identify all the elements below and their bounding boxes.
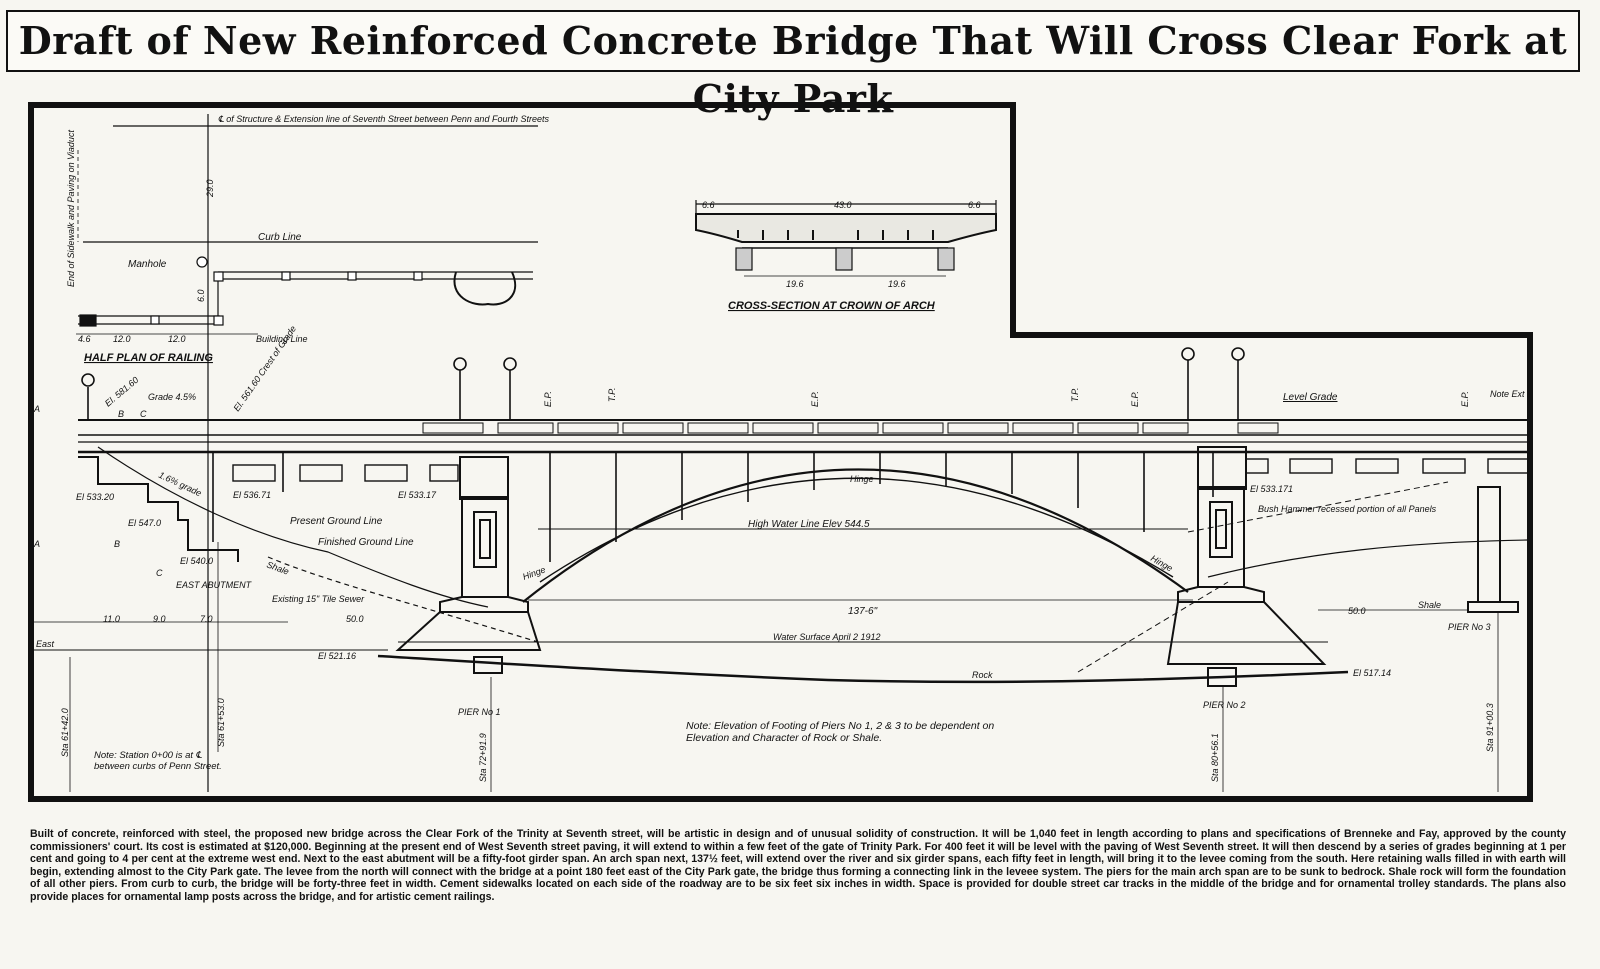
rock-label: Rock <box>972 670 993 680</box>
water-surface-label: Water Surface April 2 1912 <box>773 632 881 642</box>
span-50-right: 50.0 <box>1348 606 1366 616</box>
plan-title: HALF PLAN OF RAILING <box>84 352 213 364</box>
ep-label-1: E.P. <box>543 391 553 407</box>
finished-ground-label: Finished Ground Line <box>318 537 414 548</box>
present-ground-label: Present Ground Line <box>290 516 383 527</box>
el-5400-label: El 540.0 <box>180 556 213 566</box>
article-text: Built of concrete, reinforced with steel… <box>30 828 1566 903</box>
station-note: Note: Station 0+00 is at ℄ between curbs… <box>94 750 222 772</box>
footing-note: Note: Elevation of Footing of Piers No 1… <box>686 720 995 744</box>
engineering-drawing: ℄ of Structure & Extension line of Seven… <box>28 102 1533 802</box>
lamp-posts <box>81 347 1245 420</box>
plan-dim-29: 29.0 <box>205 179 215 198</box>
section-dim-center: 43.0 <box>834 200 852 210</box>
east-abutment <box>78 456 239 562</box>
plan-end-note: End of Sidewalk and Paving on Viaduct <box>66 130 76 287</box>
river-bed <box>377 654 1349 684</box>
pier1-label: PIER No 1 <box>458 707 501 717</box>
plan-building-line-label: Building Line <box>256 334 308 344</box>
level-grade-label: Level Grade <box>1283 392 1338 403</box>
sta4-label: Sta 80+56.1 <box>1210 733 1220 782</box>
pier3-label: PIER No 3 <box>1448 622 1491 632</box>
elevation-labels: Grade 4.5% El. 581.60 El. 561.60 Crest o… <box>33 324 1525 782</box>
plan-dim-4: 4.6 <box>78 334 91 344</box>
grade-el-label: El. 581.60 <box>103 375 140 409</box>
note-right-label: Note Ext <box>1490 389 1525 399</box>
el-53317a-label: El 533.17 <box>398 490 437 500</box>
tp-label-2: T.P. <box>1070 387 1080 402</box>
sta5-label: Sta 91+00.3 <box>1485 703 1495 752</box>
footing-note-box: Note: Elevation of Footing of Piers No 1… <box>686 720 995 744</box>
el-5211-label: El 521.16 <box>318 651 356 661</box>
el-5470-label: El 547.0 <box>128 518 161 528</box>
headline: Draft of New Reinforced Concrete Bridge … <box>18 18 1568 121</box>
plan-centerline-note: ℄ of Structure & Extension line of Seven… <box>218 114 549 124</box>
sta2-label: Sta 61+53.0 <box>216 698 226 747</box>
pier-3 <box>1467 486 1519 613</box>
ep-label-4: E.P. <box>1460 391 1470 407</box>
present-ground-line <box>97 446 489 608</box>
dim-11: 11.0 <box>103 614 120 624</box>
el-53317b-label: El 533.171 <box>1250 484 1293 494</box>
plan-curb-line-label: Curb Line <box>258 232 302 243</box>
elev-c-low: C <box>156 568 163 578</box>
east-label: East <box>36 639 55 649</box>
span-label: 137-6" <box>848 606 878 617</box>
sta1-label: Sta 61+42.0 <box>60 708 70 757</box>
bush-hammer-label: Bush Hammer recessed portion of all Pane… <box>1258 504 1437 514</box>
section-title: CROSS-SECTION AT CROWN OF ARCH <box>728 300 936 312</box>
station-note-box: Note: Station 0+00 is at ℄ between curbs… <box>94 750 222 772</box>
ep-label-2: E.P. <box>810 391 820 407</box>
shale-line <box>1207 539 1529 578</box>
el-5367-label: El 536.71 <box>233 490 271 500</box>
section-dim-span-right: 19.6 <box>888 279 906 289</box>
span-50-left: 50.0 <box>346 614 364 624</box>
shale-right-label: Shale <box>1418 600 1441 610</box>
el-5332-label: El 533.20 <box>76 492 114 502</box>
main-arch <box>522 468 1189 603</box>
sta3-label: Sta 72+91.9 <box>478 733 488 782</box>
section-dim-right: 6.6 <box>968 200 981 210</box>
shale-label: Shale <box>265 559 290 576</box>
section-dim-left: 6.6 <box>702 200 715 210</box>
elev-a-top: A <box>33 404 40 414</box>
pier-1 <box>395 456 542 674</box>
elev-c-top: C <box>140 409 147 419</box>
tile-sewer-label: Existing 15" Tile Sewer <box>272 594 365 604</box>
ep-label-3: E.P. <box>1130 391 1140 407</box>
grade-label: Grade 4.5% <box>148 392 196 402</box>
hinge-top-label: Hinge <box>850 474 874 484</box>
pier2-label: PIER No 2 <box>1203 700 1246 710</box>
plan-dim-6: 6.0 <box>196 289 206 302</box>
dim-9: 9.0 <box>153 614 166 624</box>
high-water-label: High Water Line Elev 544.5 <box>748 519 870 530</box>
plan-dim-12b: 12.0 <box>168 334 186 344</box>
plan-dim-12a: 12.0 <box>113 334 131 344</box>
grade-small-label: 1.6% grade <box>157 470 203 499</box>
pier-2 <box>1166 446 1327 687</box>
elev-b-low: B <box>114 539 120 549</box>
elev-b-top: B <box>118 409 124 419</box>
cross-section <box>695 200 997 277</box>
elev-a-low: A <box>33 539 40 549</box>
plan-manhole-label: Manhole <box>128 259 167 270</box>
bridge-elevation <box>33 347 1530 792</box>
headline-box: Draft of New Reinforced Concrete Bridge … <box>6 10 1580 121</box>
tp-label-1: T.P. <box>607 387 617 402</box>
drawing-frame <box>28 102 1533 802</box>
el-5171-label: El 517.14 <box>1353 668 1391 678</box>
dim-7: 7.0 <box>200 614 213 624</box>
east-abutment-label: EAST ABUTMENT <box>176 580 253 590</box>
section-dim-span-left: 19.6 <box>786 279 804 289</box>
